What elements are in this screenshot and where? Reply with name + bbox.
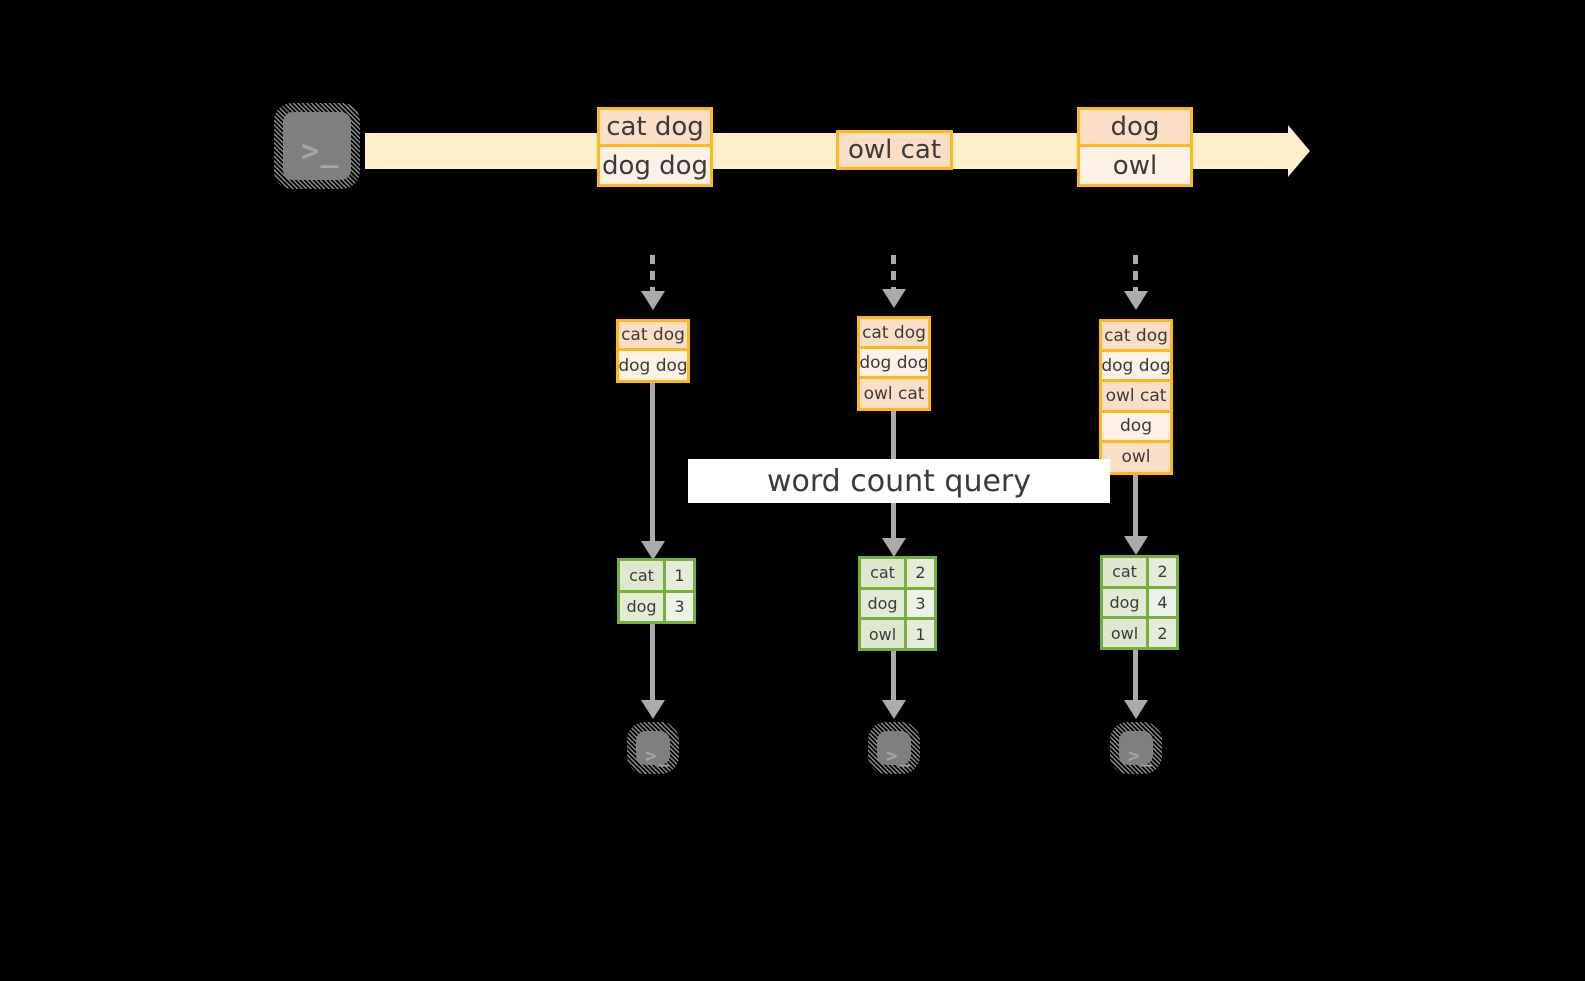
result-row: cat 2 xyxy=(861,559,934,590)
input-table-row: owl cat xyxy=(860,379,928,408)
terminal-prompt-glyph: >_ xyxy=(886,745,911,767)
sink-connector-2 xyxy=(891,651,896,702)
terminal-prompt-glyph: >_ xyxy=(645,745,670,767)
input-table-row: dog xyxy=(1102,412,1170,443)
result-count: 2 xyxy=(907,559,934,587)
stream-batch-1[interactable]: cat dog dog dog xyxy=(597,107,713,187)
input-table-row: dog dog xyxy=(859,349,929,379)
result-word: owl xyxy=(1103,619,1149,648)
result-row: dog 3 xyxy=(620,592,693,621)
sink-connector-1 xyxy=(650,624,655,702)
stream-record: owl xyxy=(1080,147,1190,184)
stream-to-table-arrowhead-2 xyxy=(882,289,906,308)
source-terminal-icon[interactable]: >_ xyxy=(274,103,360,189)
input-table-row: owl xyxy=(1102,442,1170,473)
input-table-row: owl cat xyxy=(1102,382,1170,413)
terminal-face xyxy=(1119,731,1153,765)
result-row: dog 4 xyxy=(1103,588,1176,620)
input-table-row: dog dog xyxy=(618,351,688,380)
result-count: 3 xyxy=(666,592,693,621)
stream-record: dog xyxy=(1080,110,1190,147)
sink-connector-3 xyxy=(1133,650,1138,702)
sink-terminal-icon-1[interactable]: >_ xyxy=(627,722,679,774)
stream-batch-2[interactable]: owl cat xyxy=(836,130,953,170)
input-table-1[interactable]: cat dog dog dog xyxy=(616,319,690,383)
result-row: owl 1 xyxy=(861,620,934,649)
query-connector-1 xyxy=(650,383,655,542)
stream-to-table-connector-2 xyxy=(891,255,896,290)
terminal-face xyxy=(636,731,670,765)
stream-to-table-connector-1 xyxy=(650,255,655,292)
result-word: cat xyxy=(1103,558,1149,586)
result-count: 1 xyxy=(666,561,693,590)
stream-to-table-arrowhead-3 xyxy=(1124,291,1148,310)
result-word: cat xyxy=(861,559,907,587)
stream-to-table-arrowhead-1 xyxy=(641,291,665,310)
input-table-row: cat dog xyxy=(1102,322,1170,353)
terminal-prompt-glyph: >_ xyxy=(1128,745,1153,767)
query-label: word count query xyxy=(688,459,1110,503)
input-table-2[interactable]: cat dog dog dog owl cat xyxy=(857,316,931,411)
result-table-1[interactable]: cat 1 dog 3 xyxy=(617,558,696,624)
stream-record: owl cat xyxy=(839,133,950,167)
stream-to-table-connector-3 xyxy=(1133,255,1138,292)
sink-arrowhead-3 xyxy=(1124,700,1148,719)
stream-arrowhead xyxy=(1288,125,1310,177)
stream-batch-3[interactable]: dog owl xyxy=(1077,107,1193,187)
result-word: owl xyxy=(861,620,907,649)
stream-record: dog dog xyxy=(600,147,710,184)
result-word: dog xyxy=(1103,588,1149,617)
query-arrowhead-1 xyxy=(641,541,665,560)
terminal-prompt-glyph: >_ xyxy=(301,134,341,169)
result-count: 2 xyxy=(1149,558,1176,586)
result-count: 3 xyxy=(907,589,934,618)
sink-arrowhead-1 xyxy=(641,700,665,719)
terminal-face xyxy=(283,112,351,180)
result-row: cat 1 xyxy=(620,561,693,593)
result-row: dog 3 xyxy=(861,589,934,621)
result-word: dog xyxy=(861,589,907,618)
stream-record: cat dog xyxy=(600,110,710,147)
input-table-3[interactable]: cat dog dog dog owl cat dog owl xyxy=(1099,319,1173,475)
result-count: 4 xyxy=(1149,588,1176,617)
result-count: 1 xyxy=(907,620,934,649)
input-table-row: cat dog xyxy=(619,322,687,351)
terminal-face xyxy=(877,731,911,765)
sink-arrowhead-2 xyxy=(882,700,906,719)
input-table-row: dog dog xyxy=(1101,352,1171,383)
sink-terminal-icon-2[interactable]: >_ xyxy=(868,722,920,774)
result-row: cat 2 xyxy=(1103,558,1176,589)
result-row: owl 2 xyxy=(1103,619,1176,648)
query-arrowhead-2 xyxy=(882,538,906,557)
query-arrowhead-3 xyxy=(1124,536,1148,555)
result-table-3[interactable]: cat 2 dog 4 owl 2 xyxy=(1100,555,1179,650)
input-table-row: cat dog xyxy=(860,319,928,349)
result-word: cat xyxy=(620,561,666,590)
result-word: dog xyxy=(620,592,666,621)
result-count: 2 xyxy=(1149,619,1176,648)
result-table-2[interactable]: cat 2 dog 3 owl 1 xyxy=(858,556,937,651)
query-connector-3 xyxy=(1133,475,1138,537)
sink-terminal-icon-3[interactable]: >_ xyxy=(1110,722,1162,774)
